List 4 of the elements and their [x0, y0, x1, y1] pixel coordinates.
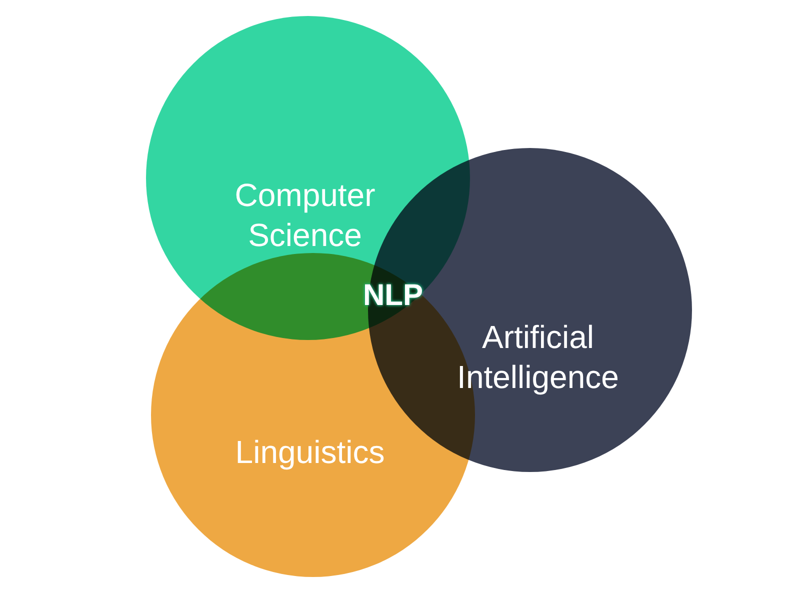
circle-label: Artificial Intelligence [456, 318, 620, 397]
circle-label: Linguistics [234, 433, 386, 472]
circle-label: Computer Science [234, 176, 376, 255]
center-label: NLP [363, 279, 423, 313]
